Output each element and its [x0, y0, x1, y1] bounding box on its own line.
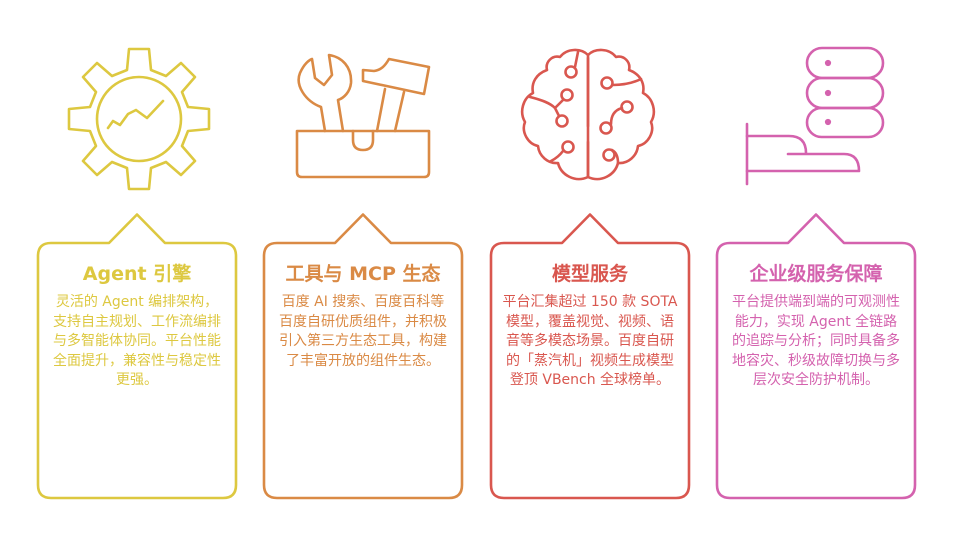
card-title: 模型服务	[551, 263, 628, 285]
speech-bubble-frame	[715, 213, 917, 500]
card-agent-engine: Agent 引擎 灵活的 Agent 编排架构，支持自主规划、工作流编排与多智能…	[36, 213, 238, 500]
brain-circuit-icon	[505, 30, 685, 200]
card-tools-mcp: 工具与 MCP 生态 百度 AI 搜索、百度百科等百度自研优质组件，并积极引入第…	[262, 213, 464, 500]
card-title: 工具与 MCP 生态	[285, 263, 441, 285]
gear-chart-icon	[50, 30, 230, 200]
speech-bubble-frame	[36, 213, 238, 500]
speech-bubble-frame	[262, 213, 464, 500]
card-description: 百度 AI 搜索、百度百科等百度自研优质组件，并积极引入第三方生态工具，构建了丰…	[279, 294, 447, 369]
card-enterprise-guarantee: 企业级服务保障 平台提供端到端的可观测性能力，实现 Agent 全链路的追踪与分…	[715, 213, 917, 500]
card-model-service: 模型服务 平台汇集超过 150 款 SOTA 模型，覆盖视觉、视频、语音等多模态…	[489, 213, 691, 500]
card-description: 平台提供端到端的可观测性能力，实现 Agent 全链路的追踪与分析；同时具备多地…	[732, 294, 900, 388]
card-title: 企业级服务保障	[749, 263, 883, 285]
speech-bubble-frame	[489, 213, 691, 500]
card-description: 灵活的 Agent 编排架构，支持自主规划、工作流编排与多智能体协同。平台性能全…	[53, 294, 221, 388]
card-description: 平台汇集超过 150 款 SOTA 模型，覆盖视觉、视频、语音等多模态场景。百度…	[502, 294, 678, 388]
toolbox-icon	[280, 30, 460, 200]
card-title: Agent 引擎	[82, 263, 192, 285]
hand-server-icon	[730, 30, 910, 200]
